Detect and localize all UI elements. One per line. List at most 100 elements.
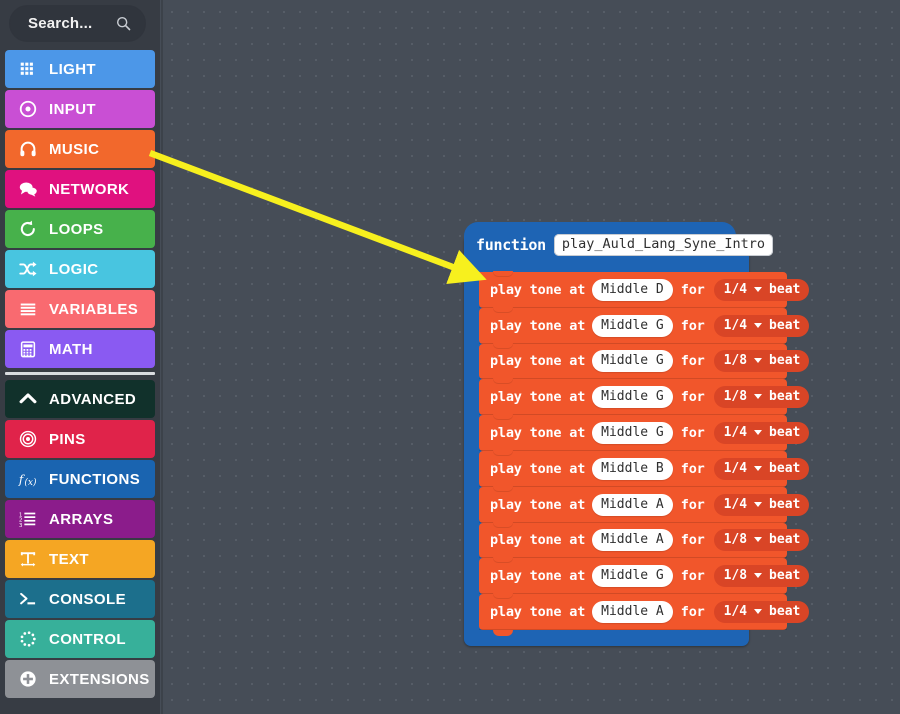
duration-unit: beat bbox=[769, 425, 801, 441]
note-field[interactable]: Middle A bbox=[592, 529, 673, 552]
terminal-icon bbox=[15, 586, 41, 612]
sidebar-item-label: CONTROL bbox=[49, 630, 126, 648]
note-field[interactable]: Middle D bbox=[592, 278, 673, 301]
chevron-down-icon[interactable] bbox=[754, 394, 763, 400]
sidebar-item-math[interactable]: MATH bbox=[5, 330, 155, 368]
sidebar-item-label: ADVANCED bbox=[49, 390, 137, 408]
sidebar-item-text[interactable]: TEXT bbox=[5, 540, 155, 578]
sidebar-item-network[interactable]: NETWORK bbox=[5, 170, 155, 208]
sidebar-item-logic[interactable]: LOGIC bbox=[5, 250, 155, 288]
grid-icon bbox=[15, 56, 41, 82]
duration-unit: beat bbox=[769, 281, 801, 297]
block-separator bbox=[479, 593, 787, 595]
note-field[interactable]: Middle B bbox=[592, 457, 673, 480]
chevron-down-icon[interactable] bbox=[754, 286, 763, 292]
sidebar-item-label: VARIABLES bbox=[49, 300, 139, 318]
note-field[interactable]: Middle G bbox=[592, 314, 673, 337]
note-field[interactable]: Middle G bbox=[592, 350, 673, 373]
chevron-down-icon[interactable] bbox=[754, 501, 763, 507]
block-joiner: for bbox=[680, 568, 705, 585]
svg-text:3: 3 bbox=[19, 523, 23, 529]
chevron-down-icon[interactable] bbox=[754, 322, 763, 328]
block-verb: play tone at bbox=[490, 496, 586, 513]
svg-text:2: 2 bbox=[19, 518, 23, 524]
sidebar-item-label: EXTENSIONS bbox=[49, 670, 150, 688]
sidebar-item-music[interactable]: MUSIC bbox=[5, 130, 155, 168]
block-joiner: for bbox=[680, 317, 705, 334]
note-field[interactable]: Middle A bbox=[592, 493, 673, 516]
chevron-down-icon[interactable] bbox=[754, 430, 763, 436]
svg-text:f: f bbox=[18, 473, 26, 487]
svg-text:1: 1 bbox=[19, 512, 23, 518]
sidebar-item-light[interactable]: LIGHT bbox=[5, 50, 155, 88]
sidebar-item-advanced[interactable]: ADVANCED bbox=[5, 380, 155, 418]
duration-unit: beat bbox=[769, 568, 801, 584]
block-verb: play tone at bbox=[490, 389, 586, 406]
sidebar-item-variables[interactable]: VARIABLES bbox=[5, 290, 155, 328]
sidebar-item-control[interactable]: CONTROL bbox=[5, 620, 155, 658]
chevron-down-icon[interactable] bbox=[754, 609, 763, 615]
sidebar-item-pins[interactable]: PINS bbox=[5, 420, 155, 458]
function-block-header[interactable]: function play_Auld_Lang_Syne_Intro bbox=[464, 222, 774, 268]
block-verb: play tone at bbox=[490, 532, 586, 549]
function-keyword: function bbox=[476, 236, 546, 254]
function-block[interactable]: function play_Auld_Lang_Syne_Intro play … bbox=[464, 222, 810, 646]
sidebar-item-label: PINS bbox=[49, 430, 86, 448]
note-field[interactable]: Middle A bbox=[592, 601, 673, 624]
sidebar-item-loops[interactable]: LOOPS bbox=[5, 210, 155, 248]
note-field[interactable]: Middle G bbox=[592, 386, 673, 409]
sidebar-item-functions[interactable]: f(x)FUNCTIONS bbox=[5, 460, 155, 498]
block-separator bbox=[479, 521, 787, 523]
block-verb: play tone at bbox=[490, 425, 586, 442]
note-field[interactable]: Middle G bbox=[592, 565, 673, 588]
sidebar-item-label: INPUT bbox=[49, 100, 96, 118]
sidebar-item-extensions[interactable]: EXTENSIONS bbox=[5, 660, 155, 698]
block-verb: play tone at bbox=[490, 353, 586, 370]
block-separator bbox=[479, 557, 787, 559]
chevron-down-icon[interactable] bbox=[754, 537, 763, 543]
block-verb: play tone at bbox=[490, 460, 586, 477]
chevron-up-icon bbox=[15, 386, 41, 412]
note-field[interactable]: Middle G bbox=[592, 422, 673, 445]
sidebar-item-label: MATH bbox=[49, 340, 93, 358]
function-name-field[interactable]: play_Auld_Lang_Syne_Intro bbox=[553, 233, 774, 257]
sidebar-item-label: NETWORK bbox=[49, 180, 130, 198]
sidebar-item-console[interactable]: CONSOLE bbox=[5, 580, 155, 618]
sidebar-item-label: CONSOLE bbox=[49, 590, 126, 608]
block-separator bbox=[479, 485, 787, 487]
search-placeholder: Search... bbox=[28, 15, 93, 32]
chevron-down-icon[interactable] bbox=[754, 465, 763, 471]
block-joiner: for bbox=[680, 532, 705, 549]
duration-unit: beat bbox=[769, 317, 801, 333]
chevron-down-icon[interactable] bbox=[754, 573, 763, 579]
duration-value: 1/4 bbox=[723, 604, 748, 620]
search-input[interactable]: Search... bbox=[9, 5, 146, 42]
sidebar-item-input[interactable]: INPUT bbox=[5, 90, 155, 128]
search-icon bbox=[116, 16, 131, 31]
duration-value: 1/4 bbox=[723, 425, 748, 441]
chevron-down-icon[interactable] bbox=[754, 358, 763, 364]
duration-dropdown[interactable]: 1/4 beat bbox=[713, 422, 810, 445]
